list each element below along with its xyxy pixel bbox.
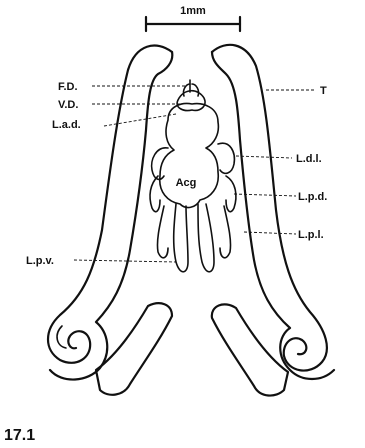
left-arm [48, 46, 172, 380]
label-lpl: L.p.l. [298, 229, 324, 241]
label-lpv: L.p.v. [26, 255, 54, 267]
scale-bar: 1mm [146, 5, 240, 31]
label-acg: Acg [176, 177, 197, 189]
label-ldl: L.d.l. [296, 153, 322, 165]
label-fd: F.D. [58, 81, 78, 93]
lower-bands [96, 303, 288, 395]
label-vd: V.D. [58, 99, 78, 111]
ganglion-complex [150, 80, 236, 272]
labels: F.D. V.D. L.a.d. T L.d.l. Acg L.p.d. L.p… [26, 81, 327, 267]
label-t: T [320, 85, 327, 97]
label-lpd: L.p.d. [298, 191, 327, 203]
label-lad: L.a.d. [52, 119, 81, 131]
figure-number: 17.1 [4, 427, 35, 444]
scale-bar-label: 1mm [180, 5, 206, 17]
